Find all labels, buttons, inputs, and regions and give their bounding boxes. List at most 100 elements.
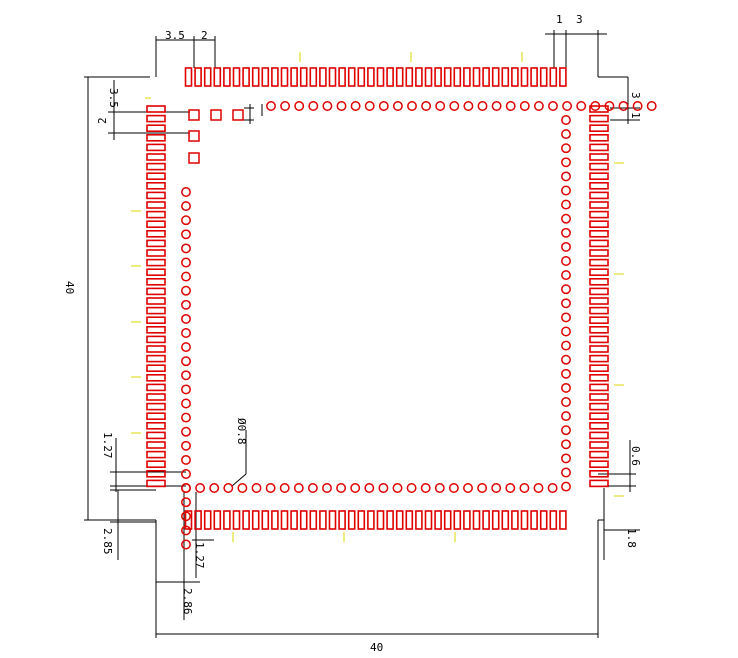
pad-left: [146, 421, 166, 430]
pad-top: [539, 67, 548, 87]
pad-top: [443, 67, 452, 87]
pad-bottom: [530, 510, 538, 530]
pad-left: [146, 134, 166, 142]
hole-top: [576, 101, 587, 111]
pad-left: [146, 479, 166, 488]
hole-left: [181, 243, 191, 254]
pad-bottom: [559, 510, 567, 530]
hole-top: [322, 101, 333, 111]
pad-right: [589, 393, 609, 401]
pad-right: [589, 230, 609, 238]
hole-right: [561, 199, 571, 210]
pad-bottom: [194, 510, 202, 530]
hole-left: [181, 328, 191, 338]
dim-left-upper-a: 3.5: [107, 88, 120, 108]
hole-left: [181, 271, 191, 282]
pad-top: [434, 67, 442, 87]
hole-top: [604, 101, 615, 111]
hole-bottom: [547, 483, 558, 493]
hole-right: [561, 453, 571, 464]
hole-bottom: [420, 483, 431, 493]
hole-right: [561, 326, 571, 337]
hole-top: [590, 101, 601, 111]
pad-top: [290, 67, 298, 87]
hole-left: [181, 525, 191, 536]
hole-right: [561, 298, 571, 309]
hole-right: [561, 129, 571, 140]
pad-top: [530, 67, 538, 87]
hole-bottom: [307, 483, 318, 493]
pad-bottom: [261, 510, 270, 530]
pad-left: [146, 277, 166, 286]
hole-group: [181, 101, 657, 550]
pad-right: [589, 277, 609, 286]
pad-right: [589, 297, 609, 305]
dim-bottom-left-b: 2.86: [181, 588, 194, 615]
pad-top: [338, 67, 346, 87]
pad-top: [501, 67, 510, 87]
pad-corner-square: [188, 109, 200, 121]
hole-bottom: [406, 483, 417, 493]
pad-bottom: [405, 510, 414, 530]
hole-top: [336, 101, 347, 111]
pad-top: [213, 67, 222, 87]
dim-overall-width: 40: [370, 641, 383, 654]
hole-left: [181, 412, 191, 423]
pad-top: [511, 67, 519, 87]
pad-left: [146, 297, 166, 305]
hole-top: [407, 101, 417, 111]
hole-bottom: [448, 483, 459, 493]
hole-bottom: [279, 483, 290, 493]
pad-top: [203, 67, 212, 87]
hole-top: [491, 101, 502, 111]
dimension-line: [231, 473, 247, 487]
pad-bottom: [232, 510, 241, 530]
pad-right: [589, 134, 609, 142]
pad-left: [146, 325, 166, 334]
pad-top: [491, 67, 500, 87]
pad-left: [146, 373, 166, 382]
hole-top: [632, 101, 643, 111]
pad-corner-square: [188, 152, 200, 164]
pad-left: [146, 412, 166, 421]
pad-bottom: [203, 510, 212, 530]
hole-left: [181, 257, 191, 268]
pad-bottom: [251, 510, 260, 530]
hole-right: [561, 157, 571, 168]
pad-top: [472, 67, 481, 87]
pad-left: [146, 114, 166, 123]
pad-right: [589, 316, 609, 325]
dim-overall-height: 40: [63, 281, 76, 294]
pad-left: [146, 220, 166, 228]
hole-bottom: [181, 483, 191, 493]
hole-top: [421, 101, 432, 111]
pad-bottom: [501, 510, 510, 530]
hole-top: [294, 101, 305, 111]
pad-left: [146, 258, 166, 267]
pad-left: [146, 393, 166, 401]
hole-left: [181, 299, 191, 310]
hole-right: [561, 439, 571, 450]
pad-corner-square: [210, 109, 222, 121]
hole-top: [378, 101, 389, 111]
pad-right: [589, 249, 609, 257]
pad-bottom: [242, 510, 250, 530]
hole-top: [519, 101, 530, 111]
hole-bottom: [293, 483, 304, 493]
pad-left: [146, 191, 166, 200]
hole-bottom: [195, 483, 206, 493]
pad-right: [589, 469, 609, 478]
pad-right: [589, 412, 609, 421]
hole-bottom: [265, 483, 276, 493]
pad-right: [589, 210, 609, 219]
pad-bottom: [491, 510, 500, 530]
hole-right: [561, 425, 571, 436]
pad-top: [319, 67, 327, 87]
dim-top-left-offset: 3.5: [165, 29, 185, 42]
pad-bottom: [290, 510, 298, 530]
hole-bottom: [251, 483, 262, 493]
hole-right: [561, 270, 571, 281]
hole-left: [181, 370, 191, 381]
hole-bottom: [463, 483, 473, 493]
